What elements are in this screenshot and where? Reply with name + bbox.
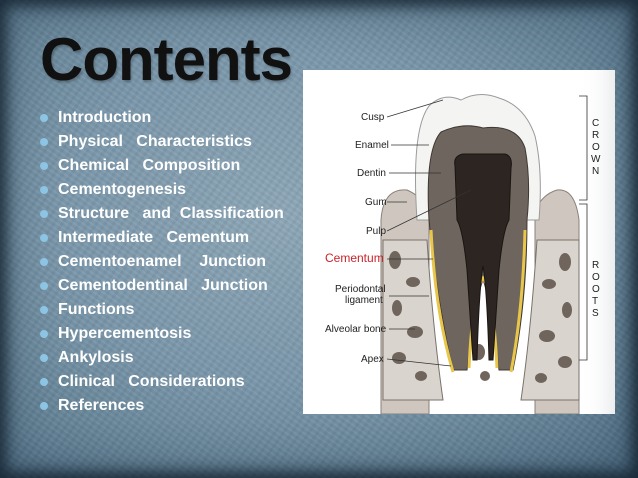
contents-item-label: Ankylosis [58,349,134,366]
leader-pulp [386,189,472,232]
label-alveolar-bone: Alveolar bone [325,324,387,335]
bullet-icon [40,330,48,338]
contents-item: Cementoenamel Junction [38,250,284,274]
crown-bracket [579,95,588,201]
contents-item-label: Introduction [58,109,152,126]
bullet-icon [40,234,48,242]
bullet-icon [40,186,48,194]
roots-letter: O [592,284,600,295]
pulp [454,153,512,361]
contents-item: Hypercementosis [38,322,284,346]
label-ligament: ligament [345,295,383,306]
contents-item: Cementodentinal Junction [38,274,284,298]
bullet-icon [40,114,48,122]
roots-bracket [579,203,588,361]
leader-cusp [386,99,444,118]
contents-item: Ankylosis [38,346,284,370]
contents-item: Cementogenesis [38,178,284,202]
contents-item: Intermediate Cementum [38,226,284,250]
label-periodontal: Periodontal [335,284,386,295]
contents-item: Introduction [38,106,284,130]
bullet-icon [40,282,48,290]
label-cusp: Cusp [361,112,385,123]
contents-item-label: Intermediate Cementum [58,229,250,246]
crown-letter: R [592,130,599,141]
contents-item: Structure and Classification [38,202,284,226]
slide-title: Contents [40,26,293,93]
contents-item-label: Functions [58,301,135,318]
contents-item-label: References [58,397,145,414]
contents-item-label: Hypercementosis [58,325,192,342]
contents-item-label: Chemical Composition [58,157,241,174]
bullet-icon [40,162,48,170]
crown-letter: N [592,166,599,177]
contents-item-label: Cementogenesis [58,181,187,198]
bullet-icon [40,258,48,266]
label-dentin: Dentin [357,168,386,179]
leader-apex [386,358,452,367]
label-enamel: Enamel [355,140,389,151]
bullet-icon [40,354,48,362]
contents-item: Clinical Considerations [38,370,284,394]
bullet-icon [40,210,48,218]
roots-letter: T [592,296,598,307]
roots-letter: S [592,308,599,319]
crown-letter: O [592,142,600,153]
label-gum: Gum [365,197,387,208]
tooth-diagram: Cusp Enamel Dentin Gum Pulp Cementum Per… [303,70,615,414]
contents-item-label: Cementodentinal Junction [58,277,268,294]
label-pulp: Pulp [366,226,386,237]
label-apex: Apex [361,354,384,365]
bullet-icon [40,306,48,314]
cementum-layer [429,229,455,373]
bone-trabeculae [389,251,572,383]
contents-item: Chemical Composition [38,154,284,178]
roots-letter: R [592,260,599,271]
tooth-anatomy-illustration: Cusp Enamel Dentin Gum Pulp Cementum Per… [325,94,601,414]
contents-item: References [38,394,284,418]
bullet-icon [40,402,48,410]
crown-vertical-label: C R O W N [591,118,601,177]
roots-letter: O [592,272,600,283]
crown-letter: W [591,154,601,165]
bullet-icon [40,378,48,386]
contents-item: Physical Characteristics [38,130,284,154]
contents-item: Functions [38,298,284,322]
bullet-icon [40,138,48,146]
roots-vertical-label: R O O T S [592,260,600,319]
contents-item-label: Clinical Considerations [58,373,245,390]
contents-item-label: Physical Characteristics [58,133,252,150]
crown-letter: C [592,118,599,129]
label-cementum: Cementum [325,251,384,265]
cementum-layer-right [509,229,527,373]
contents-list: Introduction Physical Characteristics Ch… [38,106,284,418]
contents-item-label: Cementoenamel Junction [58,253,267,270]
contents-item-label: Structure and Classification [58,205,284,222]
